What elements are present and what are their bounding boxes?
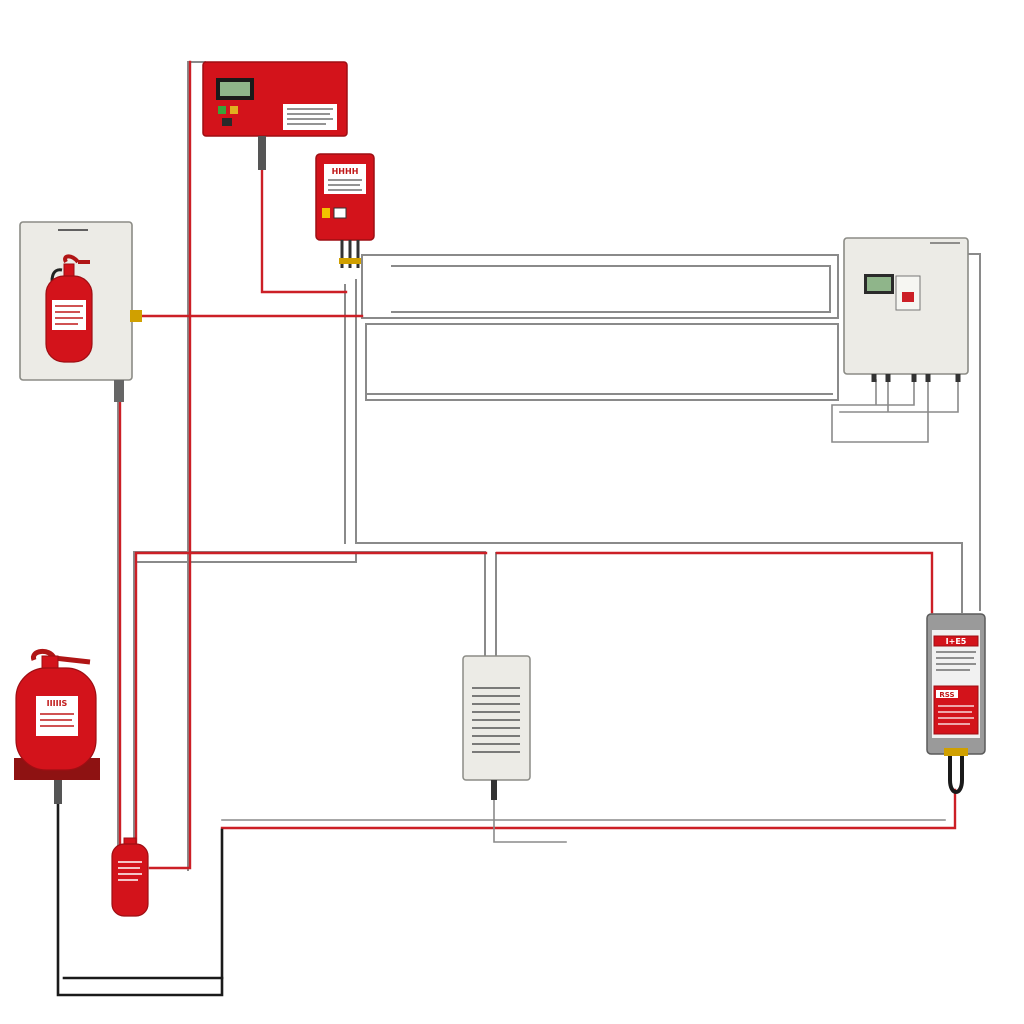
wiring-layer bbox=[56, 60, 981, 997]
left-red-riser bbox=[118, 60, 192, 870]
panel-label-lines bbox=[287, 108, 333, 125]
panel-terminal-wires bbox=[831, 379, 959, 443]
extinguisher-label bbox=[52, 300, 86, 330]
fire-extinguisher-icon bbox=[45, 254, 93, 363]
sensor-red-wire bbox=[260, 168, 348, 294]
vent-connector bbox=[491, 780, 497, 800]
cabinet-connector bbox=[130, 310, 142, 322]
detector-cables bbox=[948, 754, 964, 794]
right-drop-wire bbox=[355, 279, 963, 613]
sensor-pin-caps bbox=[339, 258, 361, 264]
extinguisher-valve bbox=[63, 254, 90, 264]
dist-panel-terminals bbox=[871, 374, 961, 382]
detector-text-lines bbox=[936, 651, 976, 671]
left-loop-gray bbox=[117, 379, 497, 861]
pump-badge-text: RSS bbox=[939, 691, 954, 699]
black-feed-wire bbox=[56, 798, 224, 997]
vent-body bbox=[462, 655, 531, 781]
cylinder-label bbox=[36, 696, 78, 736]
dist-panel-screen bbox=[867, 277, 891, 291]
panel-led-amber bbox=[230, 106, 238, 114]
panel-button bbox=[222, 118, 232, 126]
panel-led-green bbox=[218, 106, 226, 114]
cylinder-outlet bbox=[54, 780, 62, 804]
fire-control-panel[interactable] bbox=[202, 61, 348, 170]
sensor-label-lines bbox=[328, 179, 362, 191]
panel-connector bbox=[258, 136, 266, 170]
panel-display-screen bbox=[220, 82, 250, 96]
detector-badge-text: I+E5 bbox=[946, 637, 967, 646]
detector-unit[interactable]: I+E5 RSS bbox=[926, 613, 986, 794]
cylinder-badge-text: IIIIIS bbox=[47, 699, 68, 708]
extinguisher-label-lines bbox=[55, 305, 83, 325]
bottom-red-wire bbox=[220, 788, 957, 830]
dist-panel-led bbox=[902, 292, 914, 302]
vent-grille bbox=[472, 687, 520, 753]
detector-badge bbox=[933, 635, 979, 647]
lower-duct bbox=[365, 323, 839, 401]
cabinet-bottom-connector bbox=[114, 380, 124, 402]
detector-warning-tag bbox=[936, 690, 958, 698]
right-trunk-wire bbox=[967, 253, 981, 611]
agent-cylinder[interactable]: IIIIIS bbox=[14, 649, 100, 804]
small-cylinder[interactable] bbox=[111, 837, 149, 917]
cylinder-label-lines bbox=[40, 713, 74, 727]
panel-label-plate bbox=[283, 104, 337, 130]
mid-red-wire bbox=[134, 551, 934, 862]
gas-sensor-module[interactable]: HHHH bbox=[315, 153, 375, 268]
upper-duct bbox=[361, 254, 839, 319]
ventilation-unit[interactable] bbox=[462, 655, 531, 800]
extinguisher-cabinet[interactable] bbox=[19, 221, 142, 402]
sensor-terminal-2 bbox=[333, 207, 347, 219]
small-cylinder-label bbox=[118, 861, 142, 881]
bottom-gray-wire bbox=[221, 794, 946, 843]
distribution-panel[interactable] bbox=[843, 237, 969, 382]
detector-warning-lines bbox=[938, 705, 974, 725]
sensor-label-plate bbox=[324, 164, 366, 194]
detector-cable-caps bbox=[944, 748, 968, 756]
sensor-terminal bbox=[322, 208, 330, 218]
upper-duct-inner bbox=[391, 265, 831, 313]
sensor-badge-text: HHHH bbox=[332, 167, 359, 176]
